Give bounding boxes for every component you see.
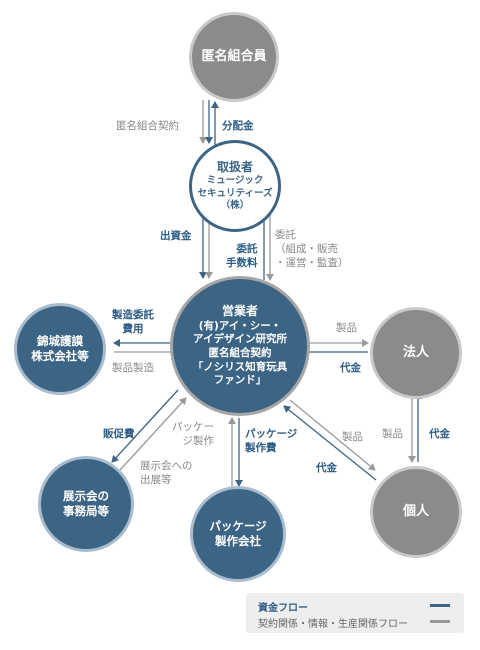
label-side-daikin-text: 代金: [429, 428, 450, 440]
label-bunpaikin-text: 分配金: [222, 120, 254, 132]
label-shusshikin: 出資金: [160, 229, 192, 243]
label-tenji-info: 展示会への 出展等: [140, 459, 193, 487]
label-shusshikin-text: 出資金: [160, 230, 192, 242]
node-nishiki-line1: 錦城護謨: [37, 334, 83, 349]
legend: 資金フロー 契約関係・情報・生産関係フロー: [246, 593, 464, 633]
label-kojin-seihin: 製品: [342, 430, 363, 444]
label-itaku-info-2: （組成・販売: [275, 243, 338, 255]
node-tokumei-kumiaiin: 匿名組合員: [189, 12, 279, 102]
node-toriatsukai-line1: ミュージック: [206, 175, 264, 187]
node-kojin: 個人: [370, 466, 462, 558]
label-pkg-fee-2: 製作費: [245, 442, 277, 454]
label-pkg-fee-1: パッケージ: [245, 428, 298, 440]
legend-info-line: [430, 620, 450, 623]
node-eigyosha-line1: (有)アイ・シー・: [198, 319, 282, 332]
label-pkg-info-2: ジ製作: [182, 435, 215, 447]
node-hojin: 法人: [370, 307, 462, 399]
node-eigyosha-title: 営業者: [221, 304, 258, 319]
label-pkg-info: パッケー ジ製作: [172, 420, 214, 448]
label-kojin-daikin: 代金: [316, 461, 337, 475]
label-seizo-itaku-1: 製造委託: [112, 309, 154, 321]
node-eigyosha: 営業者 (有)アイ・シー・ アイデザイン研究所 匿名組合契約 「ノシリス知育玩具…: [170, 276, 310, 416]
label-side-seihin: 製品: [382, 427, 403, 441]
label-itaku-fee-2: 手数料: [226, 257, 258, 269]
node-tokumei-label: 匿名組合員: [201, 48, 267, 64]
label-hanbaihi-text: 販促費: [103, 428, 135, 440]
node-nishiki-line2: 株式会社等: [31, 349, 89, 363]
label-hojin-daikin: 代金: [340, 361, 361, 375]
label-itaku-fee: 委託 手数料: [226, 242, 258, 270]
label-hojin-seihin: 製品: [336, 321, 357, 335]
legend-money-line: [430, 604, 450, 607]
label-pkg-fee: パッケージ 製作費: [245, 427, 297, 455]
label-kojin-daikin-text: 代金: [316, 462, 337, 474]
node-eigyosha-line2: アイデザイン研究所: [193, 333, 287, 346]
flow-kojin-seihin: [289, 399, 376, 471]
label-seizo-itaku-2: 費用: [122, 323, 144, 335]
label-keiyaku-top: 匿名組合契約: [116, 119, 179, 133]
node-hojin-label: 法人: [402, 344, 429, 360]
label-itaku-info-1: 委託: [275, 229, 296, 241]
node-package-seisaku: パッケージ 製作会社: [190, 486, 286, 582]
label-itaku-info-3: ・運営・監査）: [275, 257, 349, 269]
label-hojin-daikin-text: 代金: [340, 362, 361, 374]
node-toriatsukaisha: 取扱者 ミュージック セキュリティーズ （株）: [189, 140, 281, 232]
node-tenjikai-line1: 展示会の: [63, 489, 109, 504]
label-itaku-fee-1: 委託: [236, 243, 258, 255]
node-nishiki-gomu: 錦城護謨 株式会社等: [14, 303, 106, 395]
label-tenji-info-1: 展示会への: [140, 460, 193, 472]
label-keiyaku-top-text: 匿名組合契約: [116, 120, 179, 132]
label-kojin-seihin-text: 製品: [342, 431, 363, 443]
label-bunpaikin: 分配金: [222, 119, 254, 133]
flow-tenji-info: [119, 397, 187, 471]
label-side-seihin-text: 製品: [382, 428, 403, 440]
node-toriatsukai-line2: セキュリティーズ: [197, 187, 273, 199]
label-seizo-itaku: 製造委託 費用: [112, 308, 154, 336]
node-tenjikai-line2: 事務局等: [63, 504, 109, 518]
flow-kojin-daikin: [283, 405, 377, 481]
node-eigyosha-line5: ファンド」: [213, 374, 267, 387]
label-tenji-info-2: 出展等: [140, 474, 172, 486]
label-pkg-info-1: パッケー: [172, 421, 214, 433]
label-seihin-seizo: 製品製造: [112, 361, 154, 375]
label-hanbaihi: 販促費: [103, 427, 135, 441]
flow-hanbaihi: [111, 389, 179, 463]
label-side-daikin: 代金: [429, 427, 450, 441]
label-itaku-info: 委託 （組成・販売 ・運営・監査）: [275, 228, 349, 270]
node-eigyosha-line3: 匿名組合契約: [208, 346, 272, 359]
legend-money-label: 資金フロー: [258, 603, 308, 614]
node-toriatsukai-line3: （株）: [220, 199, 250, 211]
node-tenjikai: 展示会の 事務局等: [38, 456, 134, 552]
node-toriatsukai-title: 取扱者: [216, 159, 253, 174]
node-package-line2: 製作会社: [215, 534, 261, 548]
label-hojin-seihin-text: 製品: [336, 322, 357, 334]
label-seihin-seizo-text: 製品製造: [112, 362, 154, 374]
node-kojin-label: 個人: [402, 503, 429, 519]
node-package-line1: パッケージ: [209, 519, 267, 534]
legend-info-label: 契約関係・情報・生産関係フロー: [258, 619, 408, 630]
node-eigyosha-line4: 「ノシリス知育玩具: [192, 360, 288, 373]
